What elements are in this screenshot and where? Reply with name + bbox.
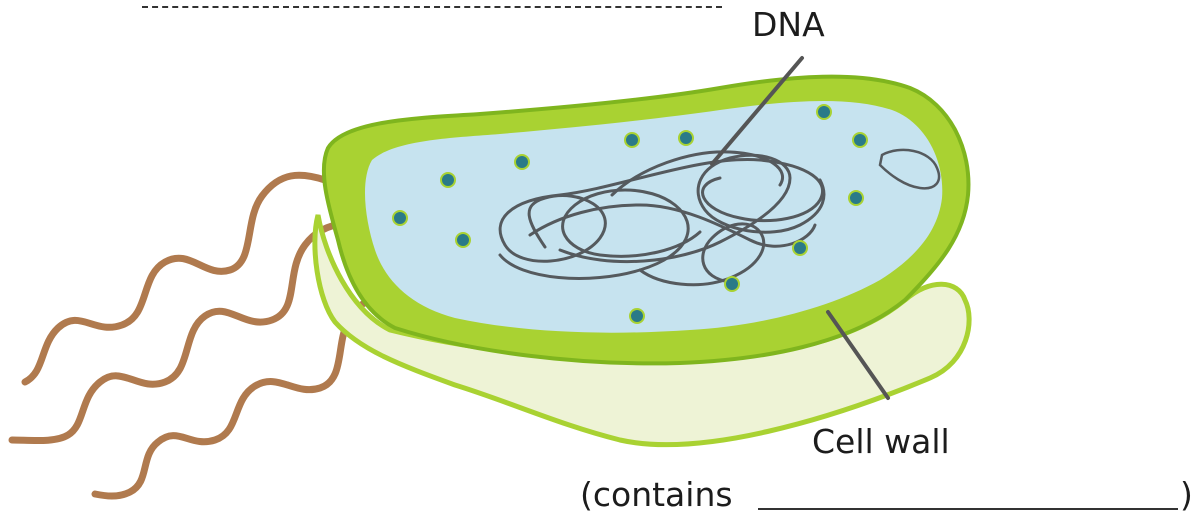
ribosome-icon <box>630 309 644 323</box>
ribosome-icon <box>817 105 831 119</box>
cell-wall-label: Cell wall <box>812 425 950 458</box>
dna-label: DNA <box>752 8 825 41</box>
ribosome-icon <box>441 173 455 187</box>
ribosome-icon <box>393 211 407 225</box>
contains-answer-row: (contains ) <box>580 478 1200 518</box>
ribosome-icon <box>793 241 807 255</box>
contains-close-paren: ) <box>1180 478 1193 511</box>
ribosome-icon <box>725 277 739 291</box>
flagellum-1 <box>25 175 325 382</box>
contains-answer-blank <box>758 508 1178 510</box>
ribosome-icon <box>515 155 529 169</box>
ribosome-icon <box>456 233 470 247</box>
ribosome-icon <box>625 133 639 147</box>
contains-label: (contains <box>580 478 733 511</box>
ribosome-icon <box>853 133 867 147</box>
ribosome-icon <box>679 131 693 145</box>
ribosome-icon <box>849 191 863 205</box>
top-answer-blank <box>142 6 722 8</box>
